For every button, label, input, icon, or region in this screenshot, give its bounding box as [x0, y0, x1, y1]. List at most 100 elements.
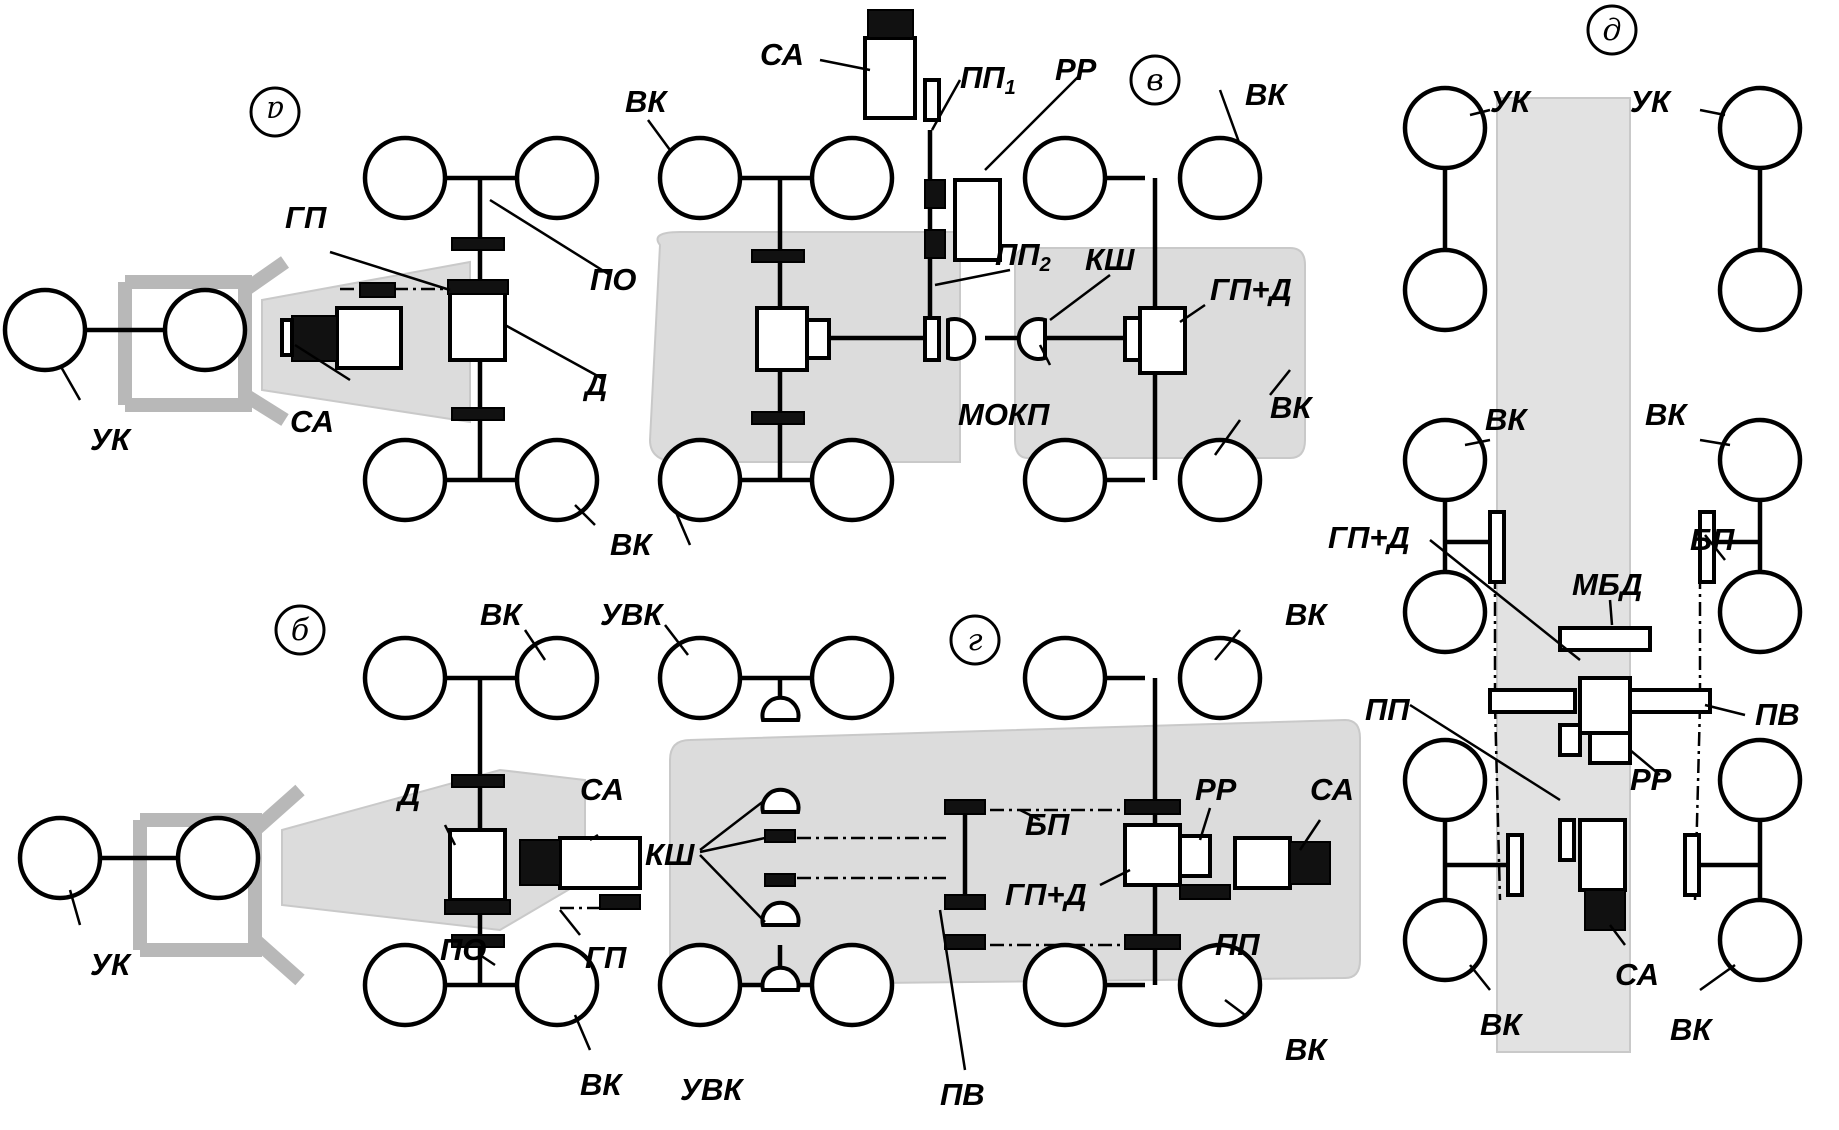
- label-gpd: ГП+Д: [1328, 520, 1410, 555]
- label-sa: СА: [290, 404, 334, 439]
- label-vk: ВК: [1670, 1012, 1713, 1047]
- wheel-uvk-g1: [657, 635, 743, 721]
- scheme-g-components: [760, 695, 1331, 992]
- label-uk: УК: [1490, 84, 1532, 119]
- label-gp: ГП: [585, 940, 627, 975]
- wheel-vk-g2: [1177, 635, 1263, 721]
- label-d: Д: [395, 777, 420, 812]
- wheel-vk-d7: [1402, 897, 1488, 983]
- wheel-vk-d4: [1717, 569, 1803, 655]
- label-gp: ГП: [285, 200, 327, 235]
- label-mokp: МОКП: [958, 397, 1050, 432]
- label-bp: БП: [1690, 522, 1735, 557]
- wheel-vk-v6: [1177, 135, 1263, 221]
- label-vk: ВК: [1285, 597, 1328, 632]
- label-vk: ВК: [610, 527, 653, 562]
- label-sa: СА: [760, 37, 804, 72]
- marker-v: в: [1146, 63, 1163, 98]
- label-ksh: КШ: [1085, 242, 1135, 277]
- label-uk: УК: [90, 422, 132, 457]
- wheel-vk-v2: [809, 135, 895, 221]
- wheel-vk-b1: [362, 635, 448, 721]
- wheel-vk-v7: [1022, 437, 1108, 523]
- wheel-vk-v4: [809, 437, 895, 523]
- label-rr: РР: [1055, 52, 1097, 87]
- marker-b: б: [291, 613, 310, 648]
- marker-d: д: [1602, 13, 1621, 48]
- leader-lines: [58, 58, 1746, 1071]
- wheel-vk-v5: [1022, 135, 1108, 221]
- wheel-uk-d1: [1402, 85, 1488, 171]
- label-vk: ВК: [1645, 397, 1688, 432]
- wheel-vk-g1: [1022, 635, 1108, 721]
- wheel-uk-a2: [162, 287, 248, 373]
- label-pp1: ПП1: [960, 60, 1016, 99]
- label-uvk: УВК: [600, 597, 664, 632]
- scheme-a-components: [280, 237, 509, 421]
- scheme-v-components: [751, 9, 1187, 425]
- wheel-uvk-g4: [809, 942, 895, 1028]
- marker-g: г: [967, 623, 982, 658]
- label-mbd: МБД: [1572, 567, 1643, 602]
- wheel-uk-a1: [2, 287, 88, 373]
- label-pp: ПП: [1215, 927, 1260, 962]
- wheel-uk-b1: [17, 815, 103, 901]
- wheel-vk-a2: [514, 135, 600, 221]
- shaded-bodies: [118, 97, 1631, 1053]
- dash-dot-shafts: [340, 250, 1702, 947]
- label-pv: ПВ: [1755, 697, 1800, 732]
- label-ksh: КШ: [645, 837, 695, 872]
- wheel-vk-g4: [1177, 942, 1263, 1028]
- wheel-uk-d2: [1717, 85, 1803, 171]
- label-gpd: ГП+Д: [1005, 877, 1087, 912]
- label-po: ПО: [590, 262, 636, 297]
- label-vk: ВК: [625, 84, 668, 119]
- label-vk: ВК: [1485, 402, 1528, 437]
- label-uk: УК: [90, 947, 132, 982]
- label-bp: БП: [1025, 807, 1070, 842]
- scheme-markers: а в б г д: [249, 4, 1638, 666]
- wheel-uk-b2: [175, 815, 261, 901]
- wheel-uk-d3: [1402, 247, 1488, 333]
- wheel-uk-d4: [1717, 247, 1803, 333]
- label-d: Д: [582, 367, 607, 402]
- label-vk: ВК: [480, 597, 523, 632]
- label-vk: ВК: [580, 1067, 623, 1102]
- label-po: ПО: [440, 932, 486, 967]
- label-sa: СА: [580, 772, 624, 807]
- wheel-vk-b3: [362, 942, 448, 1028]
- wheel-vk-v1: [657, 135, 743, 221]
- wheel-uvk-g2: [809, 635, 895, 721]
- label-sa: СА: [1615, 957, 1659, 992]
- scheme-b-components: [444, 774, 642, 948]
- wheel-vk-d1: [1402, 417, 1488, 503]
- label-vk: ВК: [1480, 1007, 1523, 1042]
- wheel-vk-d3: [1402, 569, 1488, 655]
- label-gpd: ГП+Д: [1210, 272, 1292, 307]
- wheels: [2, 85, 1803, 1028]
- label-rr: РР: [1630, 762, 1672, 797]
- label-pp: ПП: [1365, 692, 1410, 727]
- label-uk: УК: [1630, 84, 1672, 119]
- wheel-uvk-g3: [657, 942, 743, 1028]
- label-vk: ВК: [1285, 1032, 1328, 1067]
- label-vk: ВК: [1270, 390, 1313, 425]
- components: [280, 9, 1716, 992]
- wheel-vk-v3: [657, 437, 743, 523]
- wheel-vk-d8: [1717, 897, 1803, 983]
- label-vk: ВК: [1245, 77, 1288, 112]
- wheel-vk-d2: [1717, 417, 1803, 503]
- label-sa: СА: [1310, 772, 1354, 807]
- wheel-vk-v8: [1177, 437, 1263, 523]
- component-labels: УК ГП ПО Д СА ВК СА ПП1 РР ВК ВК ПП2 КШ …: [90, 37, 1800, 1112]
- label-pv: ПВ: [940, 1077, 985, 1112]
- label-rr: РР: [1195, 772, 1237, 807]
- label-pp2: ПП2: [995, 237, 1051, 276]
- wheel-vk-a1: [362, 135, 448, 221]
- wheel-vk-g3: [1022, 942, 1108, 1028]
- label-uvk: УВК: [680, 1072, 744, 1107]
- marker-a: а: [266, 94, 284, 129]
- wheel-vk-b2: [514, 635, 600, 721]
- wheel-vk-d5: [1402, 737, 1488, 823]
